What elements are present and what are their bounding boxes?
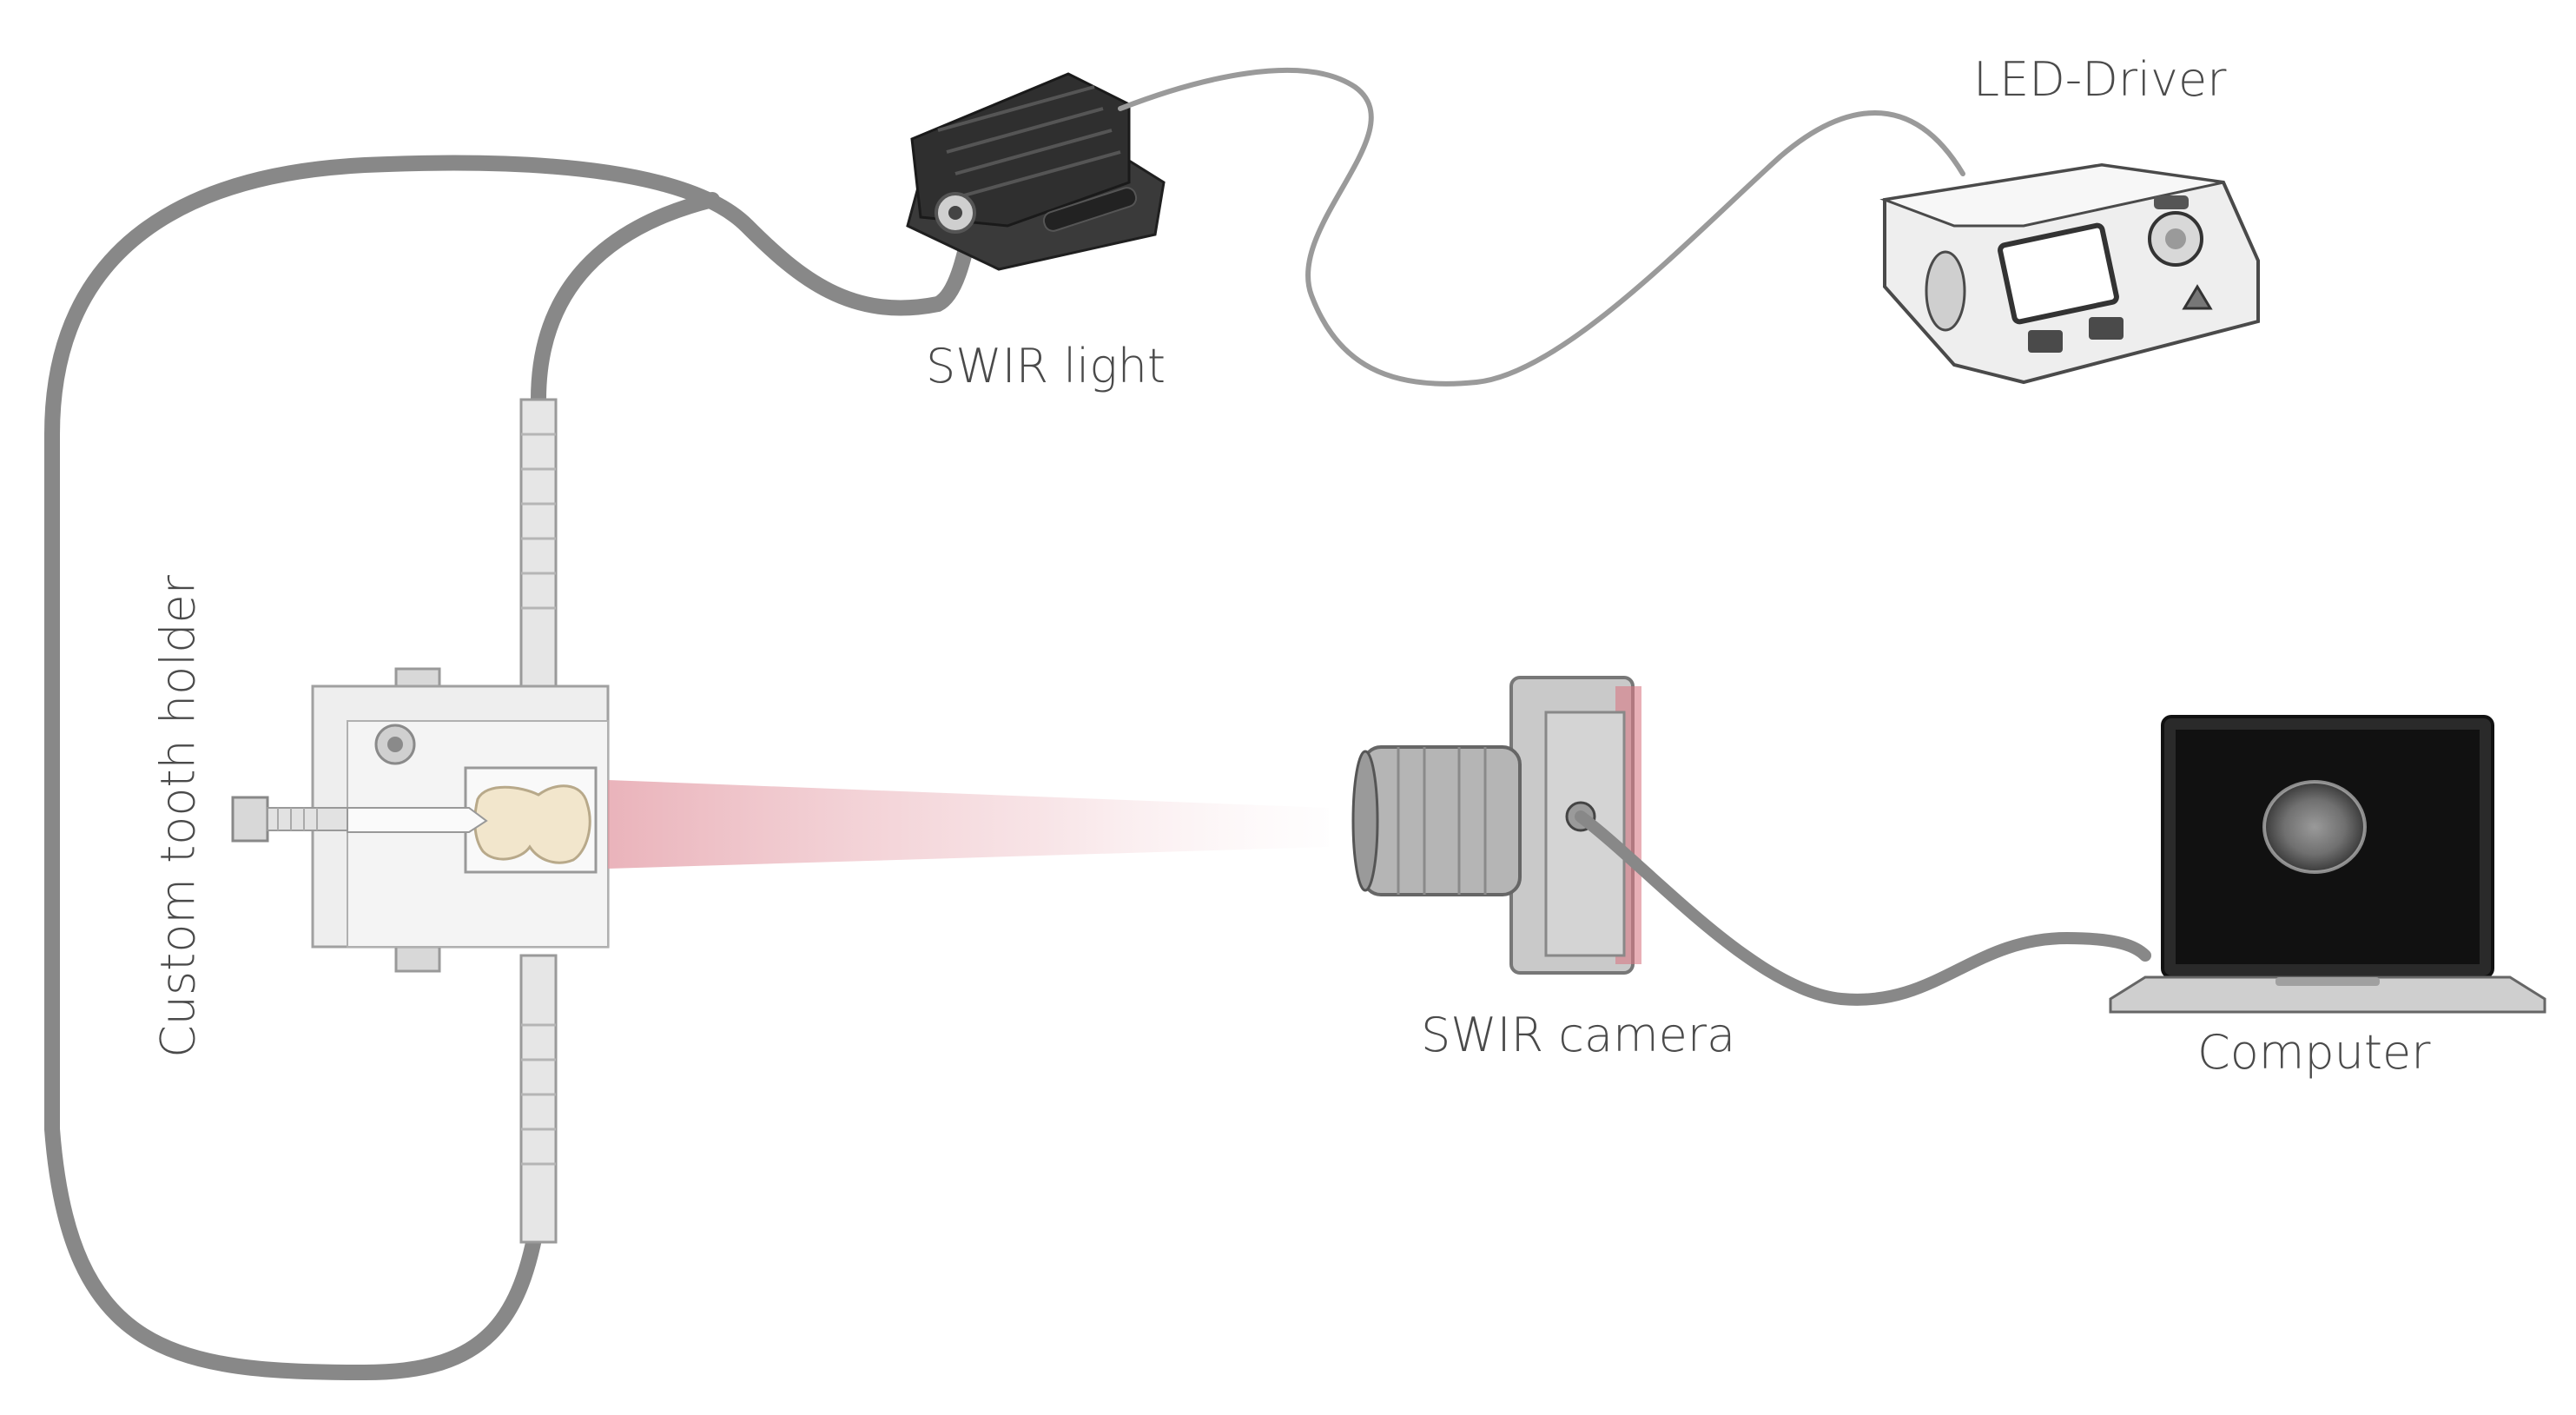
fiber-loop-cable <box>44 155 981 1381</box>
fiber-upper-cable <box>531 192 720 407</box>
computer-label: Computer <box>2197 1025 2431 1080</box>
camera-to-computer-cable <box>1575 810 2151 1006</box>
tooth-holder-label: Custom tooth holder <box>150 575 206 1058</box>
swir-camera-label: SWIR camera <box>1421 1008 1736 1062</box>
swir-light-beam <box>608 780 1329 869</box>
side-bolt <box>231 796 269 843</box>
swir-light-label: SWIR light <box>926 339 1166 393</box>
swir-camera <box>1351 676 1641 975</box>
tooth-holder <box>231 667 610 973</box>
tooth-image-on-screen <box>2264 782 2365 872</box>
led-driver <box>1879 162 2260 385</box>
led-driver-label: LED-Driver <box>1973 52 2227 107</box>
computer-laptop <box>2109 715 2546 1014</box>
light-to-driver-cable <box>1118 67 1965 387</box>
camera-lens <box>1351 745 1522 896</box>
tooth-sample <box>473 784 591 864</box>
swir-light-source <box>906 72 1166 271</box>
upper-strain-relief <box>519 398 558 688</box>
driver-display <box>1998 222 2119 325</box>
lower-strain-relief <box>519 954 558 1244</box>
